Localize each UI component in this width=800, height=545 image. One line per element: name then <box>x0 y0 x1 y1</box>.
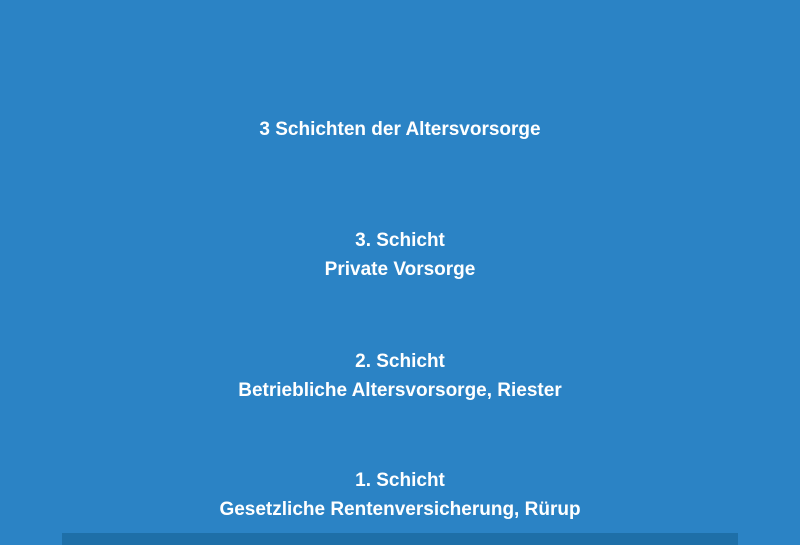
layer-1-subtitle: Gesetzliche Rentenversicherung, Rürup <box>219 499 581 520</box>
layer-1-box-top-edge <box>62 533 738 545</box>
layer-2: 2. Schicht Betriebliche Altersvorsorge, … <box>0 347 800 405</box>
layer-2-subtitle: Betriebliche Altersvorsorge, Riester <box>238 380 562 401</box>
layer-3: 3. Schicht Private Vorsorge <box>0 226 800 284</box>
slide-title: 3 Schichten der Altersvorsorge <box>259 119 541 140</box>
layer-3-heading: 3. Schicht <box>355 230 445 251</box>
layer-3-subtitle: Private Vorsorge <box>324 259 476 280</box>
layer-1: 1. Schicht Gesetzliche Rentenversicherun… <box>0 466 800 524</box>
layer-2-heading: 2. Schicht <box>355 351 445 372</box>
layer-1-heading: 1. Schicht <box>355 470 445 491</box>
